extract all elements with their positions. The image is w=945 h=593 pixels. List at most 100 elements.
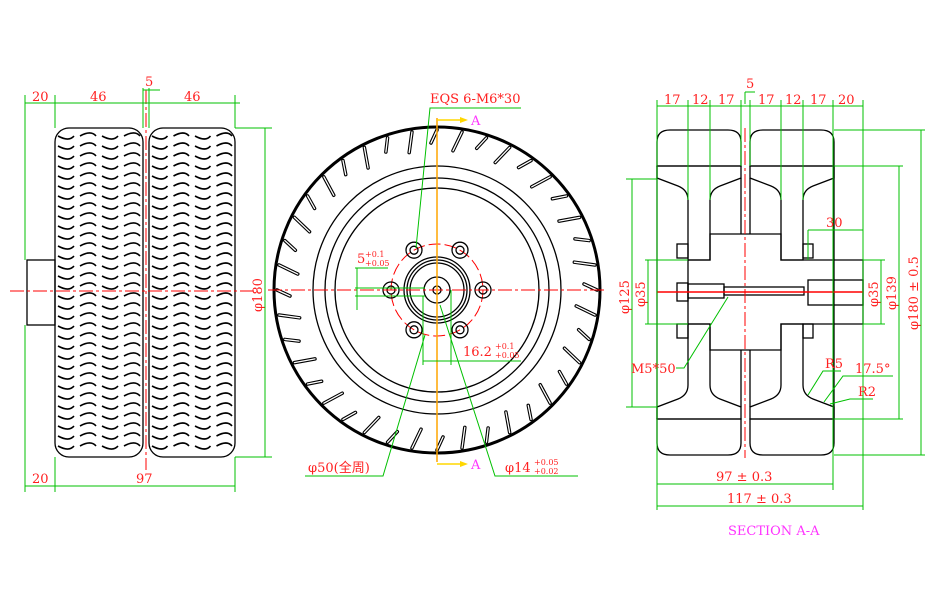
tread-mark <box>57 445 75 450</box>
tread-mark <box>151 395 169 400</box>
tread-mark <box>57 425 75 430</box>
tread-mark <box>123 402 141 407</box>
bore-diameter: φ14 <box>505 461 531 476</box>
tread-mark <box>194 225 212 230</box>
dim-tire-width-left: 46 <box>90 90 107 105</box>
hub-stub <box>26 259 56 326</box>
tread-mark <box>101 315 119 320</box>
tread-mark <box>79 192 97 197</box>
left-tire <box>54 127 144 458</box>
tread-mark <box>79 352 97 357</box>
tread-mark <box>216 342 233 347</box>
tread-mark <box>173 322 190 327</box>
tread-mark <box>194 175 212 180</box>
dim-flange-right: 17 <box>758 93 775 108</box>
tread-mark <box>216 202 233 207</box>
tread-mark <box>173 262 190 267</box>
dim-center-gap: 5 <box>145 75 153 90</box>
tread-mark <box>123 292 141 297</box>
tread-mark <box>57 255 75 260</box>
tread-mark <box>173 392 190 397</box>
tread-mark <box>123 192 141 197</box>
tread-mark <box>194 425 212 430</box>
tread-mark <box>194 415 212 420</box>
rim-section-bottom-right <box>749 323 835 420</box>
tread-mark <box>173 362 190 367</box>
tread-mark <box>57 185 75 190</box>
tread-mark <box>173 172 190 177</box>
tread-mark <box>216 192 233 197</box>
tread-mark <box>151 135 169 140</box>
tread-mark <box>57 205 75 210</box>
tread-mark <box>151 265 169 270</box>
tread-mark <box>123 442 141 447</box>
tread-mark <box>79 182 97 187</box>
tread-mark <box>194 185 212 190</box>
tread-mark <box>57 275 75 280</box>
tread-mark <box>151 415 169 420</box>
tread-mark <box>173 202 190 207</box>
tread-mark <box>79 212 97 217</box>
tread-mark <box>123 412 141 417</box>
tread-mark <box>151 295 169 300</box>
tread-mark <box>101 335 119 340</box>
tread-mark <box>57 315 75 320</box>
tread-mark <box>79 262 97 267</box>
dim-shaft-length: 30 <box>826 216 843 231</box>
keyway-depth-tol-upper: +0.1 <box>495 342 514 351</box>
tread-mark <box>216 332 233 337</box>
tread-mark <box>57 385 75 390</box>
bolt-callout: EQS 6-M6*30 <box>430 92 520 107</box>
tread-mark <box>123 332 141 337</box>
tread-mark <box>57 365 75 370</box>
tread-section-bottom-left <box>656 418 742 456</box>
tread-mark <box>123 312 141 317</box>
tread-mark <box>216 422 233 427</box>
tread-mark <box>216 182 233 187</box>
tread-mark <box>79 312 97 317</box>
tread-mark <box>123 422 141 427</box>
tread-section-top-left <box>656 129 742 167</box>
tread-mark <box>173 412 190 417</box>
tread-mark <box>101 215 119 220</box>
section-dimension-lines <box>626 91 925 510</box>
tread-mark <box>216 232 233 237</box>
tread-mark <box>216 262 233 267</box>
tread-mark <box>57 345 75 350</box>
tread-mark <box>123 342 141 347</box>
tread-mark <box>101 175 119 180</box>
tread-mark <box>151 235 169 240</box>
tread-mark <box>151 185 169 190</box>
tread-mark <box>194 135 212 140</box>
tread-mark <box>173 242 190 247</box>
tread-mark <box>173 162 190 167</box>
dim-rim-diameter: φ125 <box>618 280 633 314</box>
tread-mark <box>173 442 190 447</box>
bolt-hole <box>451 321 469 339</box>
tread-mark <box>79 322 97 327</box>
rim-section-top-right <box>749 165 835 261</box>
tread-mark <box>79 202 97 207</box>
section-marker-bottom: A <box>470 458 481 473</box>
tread-mark <box>101 345 119 350</box>
tread-mark <box>216 222 233 227</box>
tread-mark <box>216 292 233 297</box>
tread-mark <box>57 265 75 270</box>
tread-mark <box>173 372 190 377</box>
tread-mark <box>151 285 169 290</box>
bolt-hole <box>405 321 423 339</box>
tread-mark <box>151 255 169 260</box>
tread-mark <box>57 165 75 170</box>
tread-mark <box>101 325 119 330</box>
tread-mark <box>173 132 190 137</box>
tread-mark <box>101 245 119 250</box>
tread-mark <box>173 352 190 357</box>
tread-mark <box>79 272 97 277</box>
tread-mark <box>216 372 233 377</box>
tread-mark <box>216 152 233 157</box>
tread-mark <box>101 205 119 210</box>
tread-mark <box>194 215 212 220</box>
tread-mark <box>123 352 141 357</box>
keyway-depth: 16.2 <box>463 345 492 360</box>
tread-mark <box>173 292 190 297</box>
